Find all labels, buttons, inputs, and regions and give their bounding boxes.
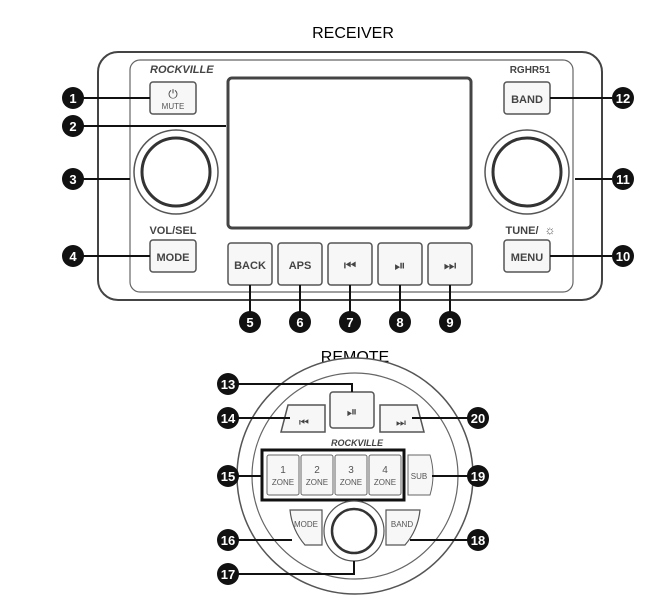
svg-text:2: 2 [69, 119, 76, 134]
svg-text:4: 4 [69, 249, 77, 264]
previous-track-button[interactable]: ⏮ [327, 242, 373, 286]
tune-knob[interactable] [484, 129, 570, 215]
zone-1-button[interactable]: 1 ZONE [266, 454, 300, 496]
zone-4-number: 4 [382, 465, 388, 476]
svg-text:1: 1 [69, 91, 76, 106]
play-pause-button[interactable]: ⏯ [377, 242, 423, 286]
callout-7: 7 [339, 311, 361, 333]
receiver-model-label: RGHR51 [510, 65, 551, 76]
brightness-icon: ☼ [545, 223, 556, 237]
zone-1-number: 1 [280, 465, 286, 476]
svg-text:10: 10 [616, 249, 630, 264]
svg-text:3: 3 [69, 172, 76, 187]
receiver-unit: ROCKVILLE RGHR51 ⏻ MUTE BAND VOL/SEL TUN… [97, 51, 603, 301]
next-track-button[interactable]: ⏭ [427, 242, 473, 286]
callout-6: 6 [289, 311, 311, 333]
zone-3-number: 3 [348, 465, 354, 476]
svg-text:20: 20 [471, 411, 485, 426]
svg-text:17: 17 [221, 567, 235, 582]
callout-17: 17 [217, 563, 239, 585]
aps-button[interactable]: APS [277, 242, 323, 286]
callout-12: 12 [612, 87, 634, 109]
callout-5: 5 [239, 311, 261, 333]
tune-label: TUNE/ [506, 225, 539, 237]
remote-volume-knob[interactable] [323, 500, 385, 562]
remote-brand-logo: ROCKVILLE [331, 438, 384, 448]
menu-button-label: MENU [511, 252, 543, 264]
zone-3-label: ZONE [340, 478, 362, 487]
callout-14: 14 [217, 407, 239, 429]
svg-text:19: 19 [471, 469, 485, 484]
svg-text:16: 16 [221, 533, 235, 548]
aps-button-label: APS [289, 260, 312, 272]
svg-text:12: 12 [616, 91, 630, 106]
next-track-icon: ⏭ [444, 257, 457, 273]
svg-text:13: 13 [221, 377, 235, 392]
svg-text:15: 15 [221, 469, 235, 484]
remote-next-icon: ⏭ [396, 417, 406, 429]
callout-18: 18 [467, 529, 489, 551]
callout-19: 19 [467, 465, 489, 487]
zone-2-label: ZONE [306, 478, 328, 487]
remote-next-button[interactable]: ⏭ [379, 404, 425, 433]
zone-4-label: ZONE [374, 478, 396, 487]
callout-11: 11 [612, 168, 634, 190]
svg-text:6: 6 [296, 315, 303, 330]
mute-button[interactable]: ⏻ MUTE [149, 81, 197, 115]
zone-4-button[interactable]: 4 ZONE [368, 454, 402, 496]
back-button[interactable]: BACK [227, 242, 273, 286]
remote-mode-label: MODE [294, 520, 318, 529]
callout-8: 8 [389, 311, 411, 333]
svg-text:7: 7 [346, 315, 353, 330]
svg-text:18: 18 [471, 533, 485, 548]
callout-16: 16 [217, 529, 239, 551]
mode-button-label: MODE [157, 252, 190, 264]
svg-text:8: 8 [396, 315, 403, 330]
remote-play-pause-button[interactable]: ⏯ [329, 391, 375, 429]
vol-sel-label: VOL/SEL [149, 225, 196, 237]
play-pause-icon: ⏯ [394, 257, 405, 273]
band-button[interactable]: BAND [503, 81, 551, 115]
receiver-leader-lines [82, 97, 612, 312]
svg-text:14: 14 [221, 411, 236, 426]
volume-knob[interactable] [133, 129, 219, 215]
callout-15: 15 [217, 465, 239, 487]
band-button-label: BAND [511, 94, 543, 106]
svg-text:11: 11 [616, 172, 630, 187]
remote-leader-lines [237, 383, 468, 575]
callout-13: 13 [217, 373, 239, 395]
zone-3-button[interactable]: 3 ZONE [334, 454, 368, 496]
menu-button[interactable]: MENU [503, 239, 551, 273]
back-button-label: BACK [234, 260, 266, 272]
remote-band-button[interactable]: BAND [385, 509, 421, 546]
callout-4: 4 [62, 245, 84, 267]
callout-9: 9 [439, 311, 461, 333]
callout-1: 1 [62, 87, 84, 109]
remote-mode-button[interactable]: MODE [289, 509, 323, 546]
power-icon: ⏻ [168, 87, 178, 101]
svg-text:9: 9 [446, 315, 453, 330]
remote-previous-button[interactable]: ⏮ [280, 404, 326, 433]
remote-band-label: BAND [391, 520, 413, 529]
heading-receiver: RECEIVER [312, 25, 394, 42]
svg-text:5: 5 [246, 315, 253, 330]
receiver-display-screen [226, 76, 473, 230]
mode-button[interactable]: MODE [149, 239, 197, 273]
sub-button[interactable]: SUB [407, 454, 434, 496]
callout-3: 3 [62, 168, 84, 190]
zone-2-number: 2 [314, 465, 320, 476]
previous-track-icon: ⏮ [344, 257, 357, 273]
callout-20: 20 [467, 407, 489, 429]
mute-label: MUTE [162, 102, 185, 111]
remote-previous-icon: ⏮ [299, 417, 309, 429]
callout-10: 10 [612, 245, 634, 267]
receiver-brand-logo: ROCKVILLE [150, 64, 214, 76]
zone-2-button[interactable]: 2 ZONE [300, 454, 334, 496]
zone-1-label: ZONE [272, 478, 294, 487]
remote-play-pause-icon: ⏯ [347, 404, 357, 419]
callout-2: 2 [62, 115, 84, 137]
sub-button-label: SUB [411, 472, 427, 481]
